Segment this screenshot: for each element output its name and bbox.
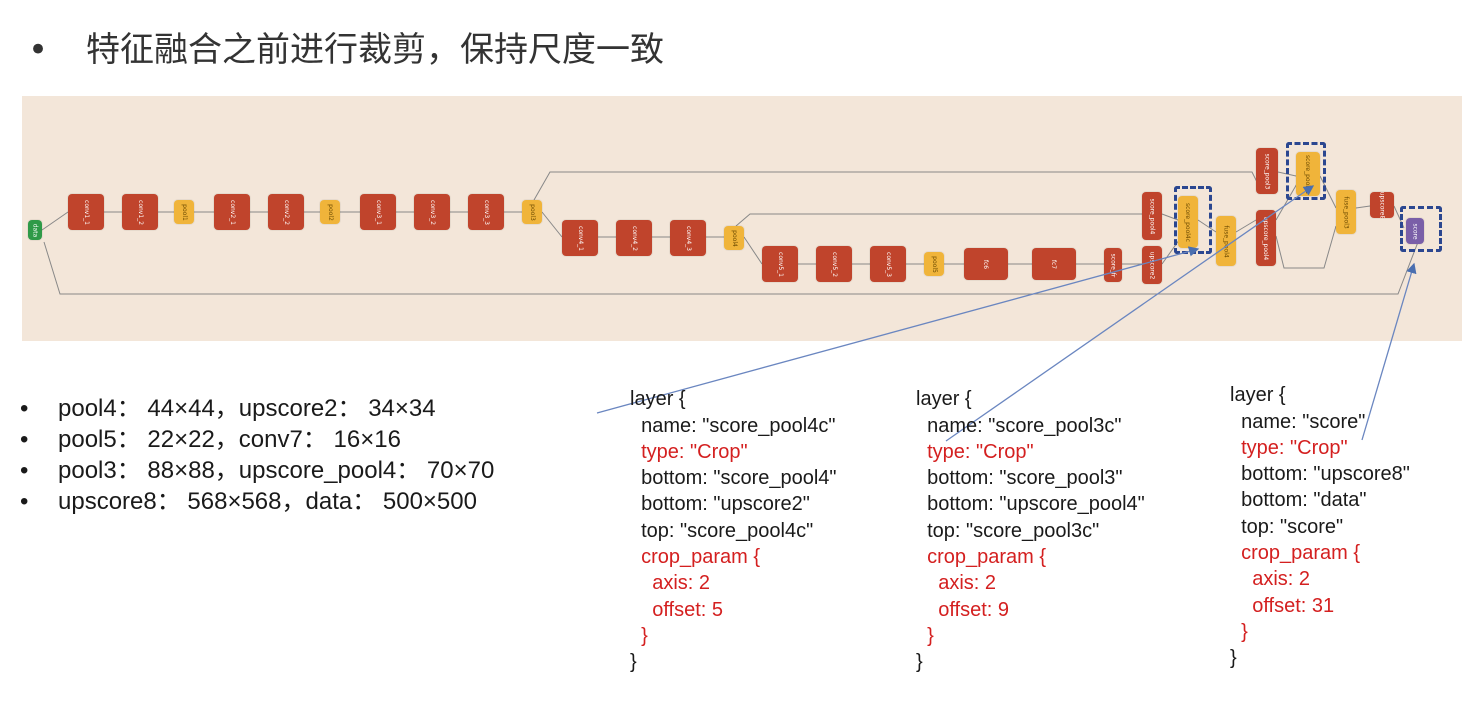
node-conv4_1: conv4_1 <box>562 220 598 256</box>
highlight-score_pool4c <box>1174 186 1212 254</box>
node-conv3_2: conv3_2 <box>414 194 450 230</box>
node-upscore8: upscore8 <box>1370 192 1394 218</box>
bullet-item: •pool3： 88×88，upscore_pool4： 70×70 <box>20 457 495 484</box>
node-fuse_pool4: fuse_pool4 <box>1216 216 1236 266</box>
node-fuse_pool3: fuse_pool3 <box>1336 190 1356 234</box>
node-score: score <box>1406 218 1424 244</box>
node-conv4_2: conv4_2 <box>616 220 652 256</box>
network-diagram: data conv1_1 conv1_2 pool1 conv2_1 conv2… <box>22 96 1462 341</box>
node-conv3_1: conv3_1 <box>360 194 396 230</box>
node-conv2_2: conv2_2 <box>268 194 304 230</box>
title-bullet: • <box>28 30 49 70</box>
node-pool5: pool5 <box>924 252 944 276</box>
node-pool3: pool3 <box>522 200 542 224</box>
node-conv5_2: conv5_2 <box>816 246 852 282</box>
node-fc7: fc7 <box>1032 248 1076 280</box>
highlight-score <box>1400 206 1442 252</box>
code-block-score_pool3c: layer { name: "score_pool3c" type: "Crop… <box>916 388 1145 674</box>
node-score_pool4: score_pool4 <box>1142 192 1162 240</box>
node-conv5_3: conv5_3 <box>870 246 906 282</box>
node-upscore2: upscore2 <box>1142 246 1162 284</box>
bullet-item: •pool4： 44×44，upscore2： 34×34 <box>20 395 436 422</box>
node-conv1_2: conv1_2 <box>122 194 158 230</box>
node-score_fr: score_fr <box>1104 248 1122 282</box>
node-conv1_1: conv1_1 <box>68 194 104 230</box>
size-bullet-list: •pool4： 44×44，upscore2： 34×34 •pool5： 22… <box>20 388 495 515</box>
node-pool2: pool2 <box>320 200 340 224</box>
node-data: data <box>28 220 42 240</box>
node-conv3_3: conv3_3 <box>468 194 504 230</box>
slide-title: • 特征融合之前进行裁剪，保持尺度一致 <box>28 22 664 71</box>
node-conv5_1: conv5_1 <box>762 246 798 282</box>
code-block-score_pool4c: layer { name: "score_pool4c" type: "Crop… <box>630 388 837 674</box>
node-fc6: fc6 <box>964 248 1008 280</box>
node-conv4_3: conv4_3 <box>670 220 706 256</box>
code-block-score: layer { name: "score" type: "Crop" botto… <box>1230 384 1410 670</box>
bullet-item: •upscore8： 568×568，data： 500×500 <box>20 488 477 515</box>
node-conv2_1: conv2_1 <box>214 194 250 230</box>
node-score_pool3: score_pool3 <box>1256 148 1278 194</box>
highlight-score_pool3c <box>1286 142 1326 200</box>
node-upscore_pool4: upscore_pool4 <box>1256 210 1276 266</box>
bullet-item: •pool5： 22×22，conv7： 16×16 <box>20 426 401 453</box>
node-pool1: pool1 <box>174 200 194 224</box>
node-pool4: pool4 <box>724 226 744 250</box>
title-text: 特征融合之前进行裁剪，保持尺度一致 <box>86 30 664 70</box>
